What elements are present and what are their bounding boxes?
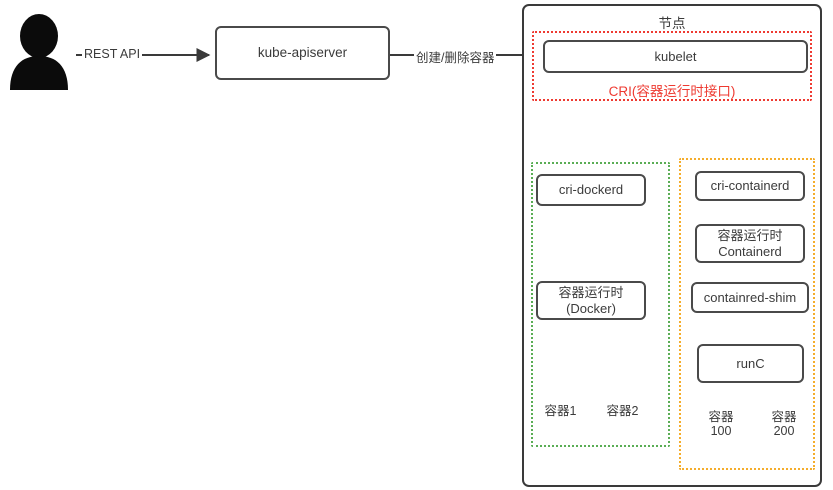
edge-label-create-delete-container: 创建/删除容器 [414,47,497,66]
user-silhouette-icon [10,14,68,90]
cri-dockerd-box[interactable]: cri-dockerd [536,174,646,206]
cri-containerd-box[interactable]: cri-containerd [695,171,805,201]
docker-runtime-box[interactable]: 容器运行时 (Docker) [536,281,646,320]
cri-zone-label: CRI(容器运行时接口) [608,84,736,99]
containerd-zone [679,158,815,470]
docker-zone [531,162,670,447]
edge-label-rest-api: REST API [82,47,143,61]
node-title: 节点 [658,16,686,31]
containerd-runtime-box[interactable]: 容器运行时 Containerd [695,224,805,263]
node-container-box [522,4,822,487]
container-200-label: 容器 200 [771,409,797,438]
container-2-label: 容器2 [606,404,639,419]
container-1-label: 容器1 [544,404,577,419]
kube-apiserver-box[interactable]: kube-apiserver [215,26,390,80]
cri-zone [532,31,812,101]
kubelet-box[interactable]: kubelet [543,40,808,73]
container-100-label: 容器 100 [708,409,734,438]
containerd-shim-box[interactable]: containred-shim [691,282,809,313]
runc-box[interactable]: runC [697,344,804,383]
